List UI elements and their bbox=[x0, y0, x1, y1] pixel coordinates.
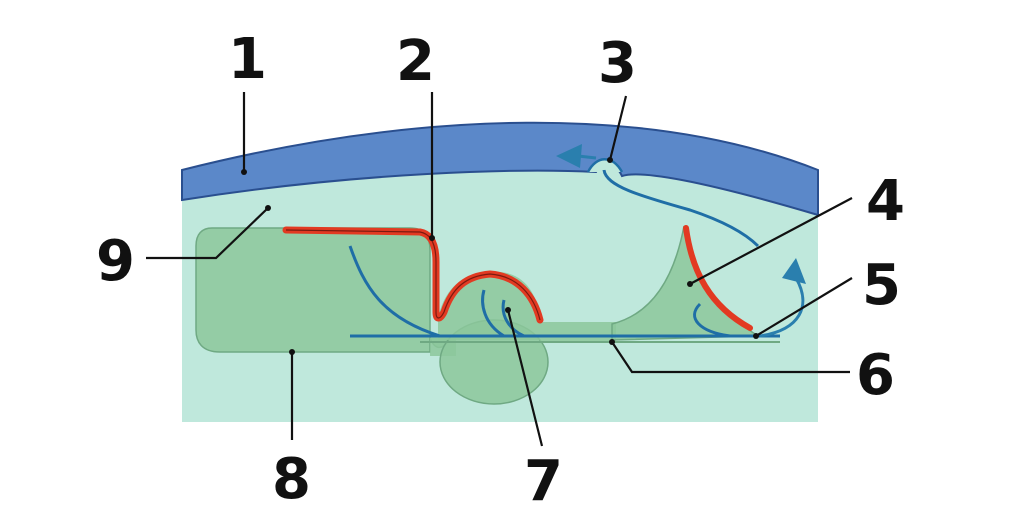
leader-6 bbox=[611, 341, 850, 374]
leader-8-dot bbox=[289, 349, 295, 355]
flat-platform bbox=[540, 322, 616, 342]
leader-7 bbox=[506, 309, 544, 447]
flow-arrowhead-left bbox=[556, 144, 582, 168]
leader-4-dot bbox=[687, 281, 693, 287]
leader-3 bbox=[608, 95, 628, 161]
label-9: 9 bbox=[96, 229, 135, 294]
label-2: 2 bbox=[396, 29, 435, 94]
leader-4 bbox=[689, 197, 853, 285]
label-3: 3 bbox=[598, 31, 637, 96]
leader-7-dot bbox=[505, 307, 511, 313]
leader-5-dot bbox=[753, 333, 759, 339]
label-5: 5 bbox=[862, 253, 901, 318]
hump bbox=[438, 271, 540, 340]
label-6: 6 bbox=[856, 343, 895, 408]
label-4: 4 bbox=[866, 169, 905, 234]
flow-loop-right bbox=[759, 277, 805, 338]
outer-band bbox=[181, 121, 819, 217]
label-8: 8 bbox=[272, 447, 311, 512]
flow-arrowhead-up bbox=[782, 258, 806, 284]
leader-1-dot bbox=[241, 169, 247, 175]
flow-line-top bbox=[602, 169, 760, 248]
leader-5 bbox=[755, 277, 853, 337]
label-1: 1 bbox=[228, 27, 267, 92]
red-cap-layer bbox=[683, 225, 753, 331]
leader-2-dot bbox=[429, 235, 435, 241]
leader-9-dot bbox=[265, 205, 271, 211]
blue-curve-bulb-1 bbox=[481, 289, 505, 338]
leader-3-dot bbox=[607, 157, 613, 163]
leader-9 bbox=[146, 207, 269, 260]
pore-notch bbox=[586, 158, 624, 173]
red-membrane-outline bbox=[285, 229, 541, 321]
leader-6-dot bbox=[609, 339, 615, 345]
flow-line-exit bbox=[577, 154, 597, 160]
blue-curve-bulb-2 bbox=[501, 299, 525, 338]
large-chamber bbox=[195, 227, 451, 353]
blue-curve-cap bbox=[693, 302, 731, 338]
label-7: 7 bbox=[524, 449, 563, 514]
blue-curve-left bbox=[348, 245, 441, 338]
